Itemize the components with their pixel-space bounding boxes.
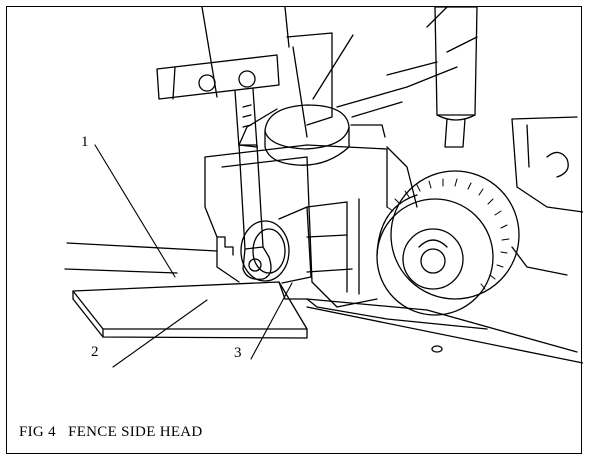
machine-bed: [64, 242, 583, 364]
fence-plate: [278, 281, 488, 330]
callout-leaders: [94, 144, 293, 368]
fence-side-head-drawing: [64, 7, 583, 368]
side-head-cutter: [240, 206, 312, 284]
figure-caption: FIG 4 FENCE SIDE HEAD: [19, 424, 203, 440]
feed-roller: [376, 170, 520, 316]
figure-frame: 1 2 3 FIG 4 FENCE SIDE HEAD: [6, 6, 583, 454]
upper-housing: [201, 7, 583, 276]
callout-3: 3: [234, 345, 242, 361]
background-linkage: [292, 34, 354, 138]
roller-teeth: [386, 178, 510, 290]
pressure-cylinder: [434, 7, 478, 148]
workpiece-board: [72, 281, 308, 339]
top-cover: [238, 104, 418, 208]
adjustment-arm: [156, 54, 280, 148]
callout-1: 1: [81, 134, 89, 150]
callout-2: 2: [91, 344, 99, 360]
head-housing: [204, 144, 388, 308]
pressure-rod: [238, 144, 272, 280]
